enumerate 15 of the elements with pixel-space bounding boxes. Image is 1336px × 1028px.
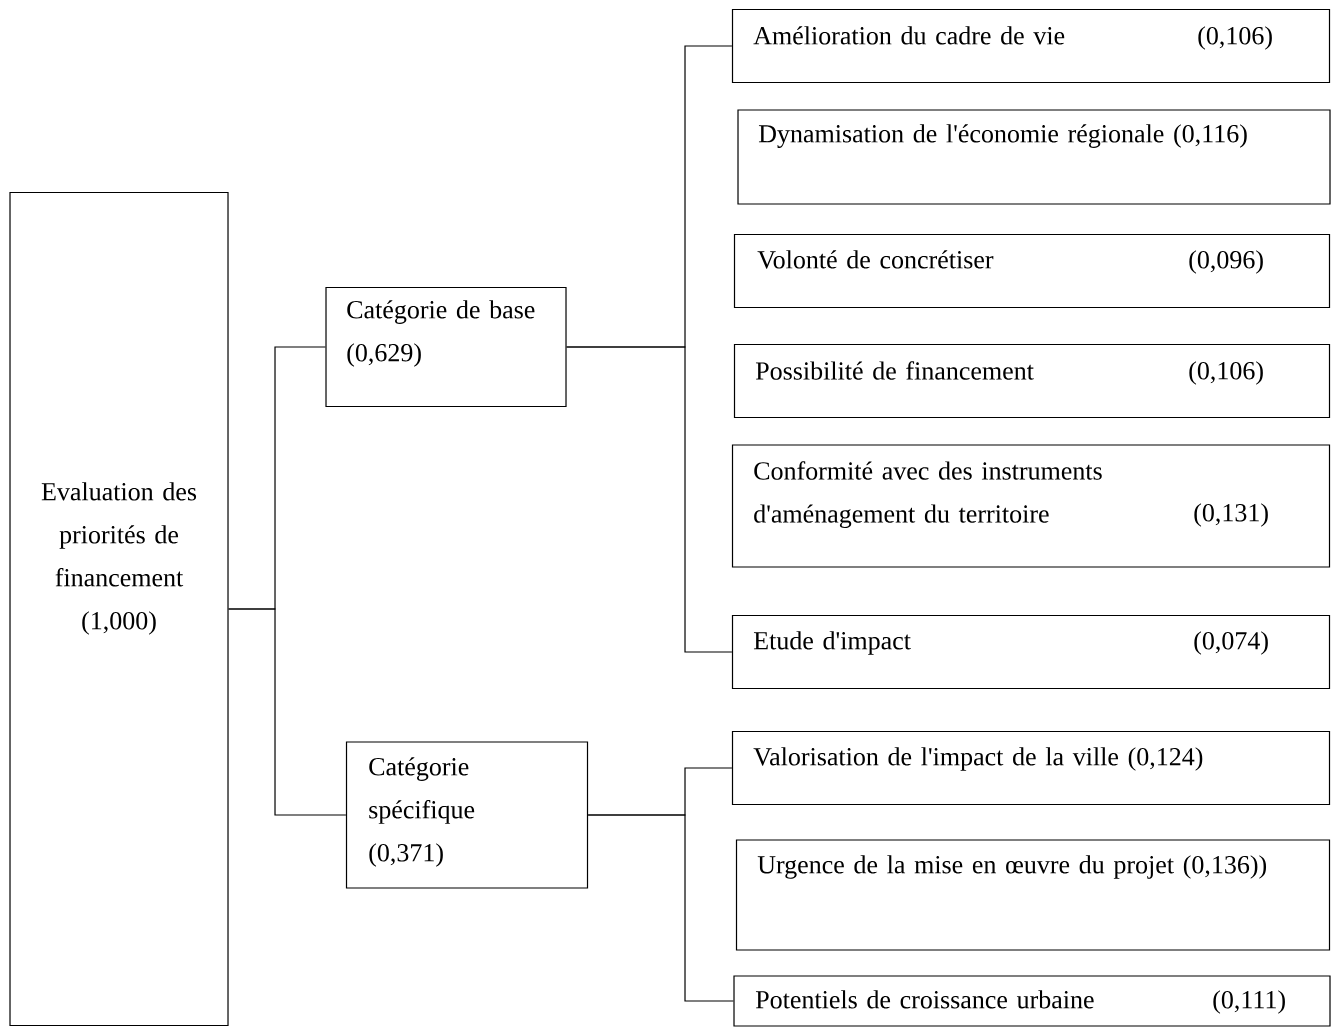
text-box: Valorisation de l'impact de la ville (0,124)	[731, 730, 1331, 806]
text-box: Conformité avec des instruments d'aménagement du territoire (0,131)	[731, 444, 1331, 568]
text-box: Catégorie spécifique (0,371)	[345, 741, 589, 889]
text-box: Amélioration du cadre de vie (0,106)	[731, 8, 1331, 84]
text-box: Possibilité de financement (0,106)	[733, 343, 1331, 419]
text-box: Etude d'impact (0,074)	[731, 614, 1331, 690]
text-box: Potentiels de croissance urbaine (0,111)	[733, 975, 1331, 1027]
connector-line	[566, 346, 733, 653]
text-box: Volonté de concrétiser (0,096)	[733, 233, 1331, 309]
text-box: Urgence de la mise en œuvre du projet (0,136))	[735, 839, 1331, 951]
text-box: Evaluation des priorités de financement (1,000)	[9, 191, 229, 1027]
text-box: Dynamisation de l'économie régionale (0,116)	[737, 109, 1331, 205]
text-box: Catégorie de base (0,629)	[325, 286, 567, 408]
connector-line	[587, 814, 734, 1002]
connector-line	[228, 608, 347, 816]
